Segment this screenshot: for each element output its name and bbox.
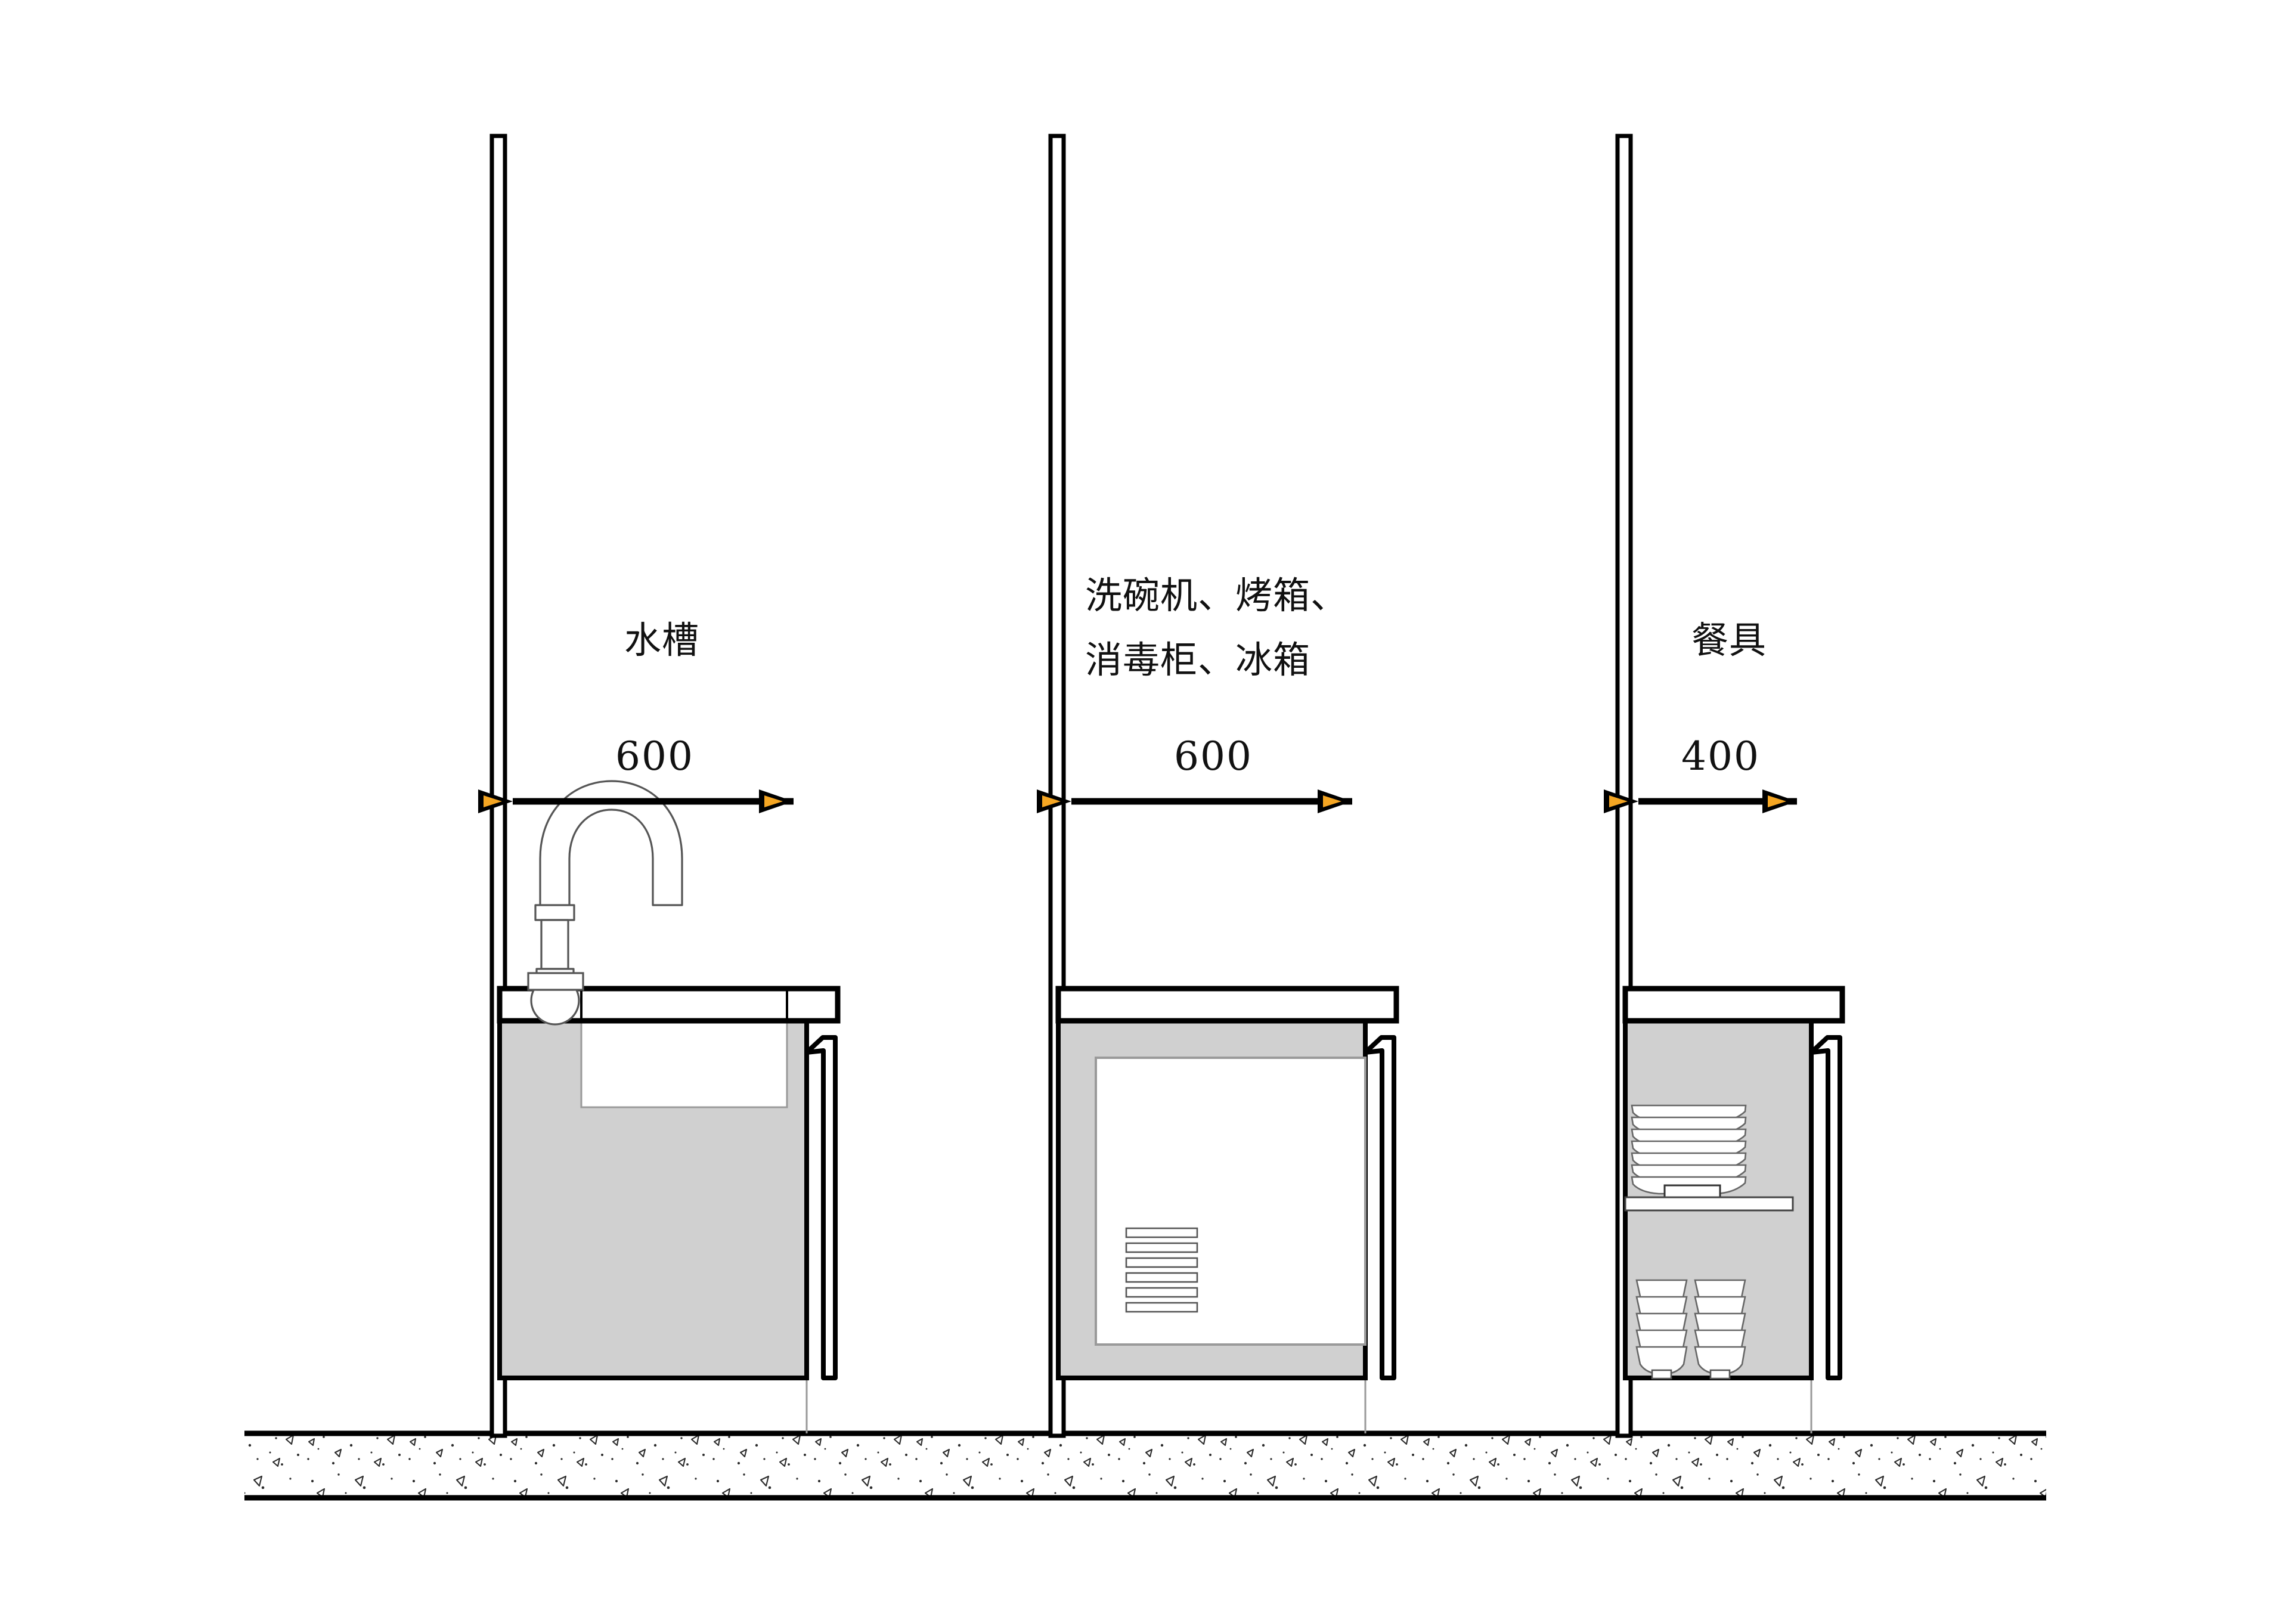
appliance-panel (1095, 1057, 1367, 1346)
module-sink (478, 134, 841, 1438)
countertop-tableware (1622, 986, 1845, 1024)
bowl-foot-left (1651, 1369, 1672, 1380)
dimension-text-tableware: 400 (1681, 733, 1760, 779)
shelf (1624, 1196, 1794, 1212)
label-appliances-line2: 消毒柜、冰箱 (1085, 638, 1311, 682)
bowl-stack-left (1635, 1279, 1688, 1376)
sink-basin (580, 1020, 788, 1108)
faucet-base (527, 972, 584, 991)
bowl-stack-right (1694, 1279, 1746, 1376)
label-appliances-line1: 洗碗机、烤箱、 (1085, 574, 1349, 617)
bowl-foot-right (1709, 1369, 1731, 1380)
ground-slab (244, 1430, 2046, 1501)
vent-slots (1125, 1227, 1198, 1313)
plate-stack (1631, 1104, 1747, 1195)
dimension-text-appliances: 600 (1174, 733, 1253, 779)
door-handle-appliances[interactable] (1363, 1035, 1396, 1380)
label-sink: 水槽 (624, 618, 700, 662)
dimension-text-sink: 600 (615, 733, 694, 779)
countertop-appliances (1055, 986, 1399, 1024)
door-handle-tableware[interactable] (1809, 1035, 1842, 1380)
label-tableware: 餐具 (1691, 618, 1767, 662)
door-handle-sink[interactable] (804, 1035, 838, 1380)
module-tableware (1604, 134, 1845, 1438)
module-appliances (1037, 134, 1399, 1438)
